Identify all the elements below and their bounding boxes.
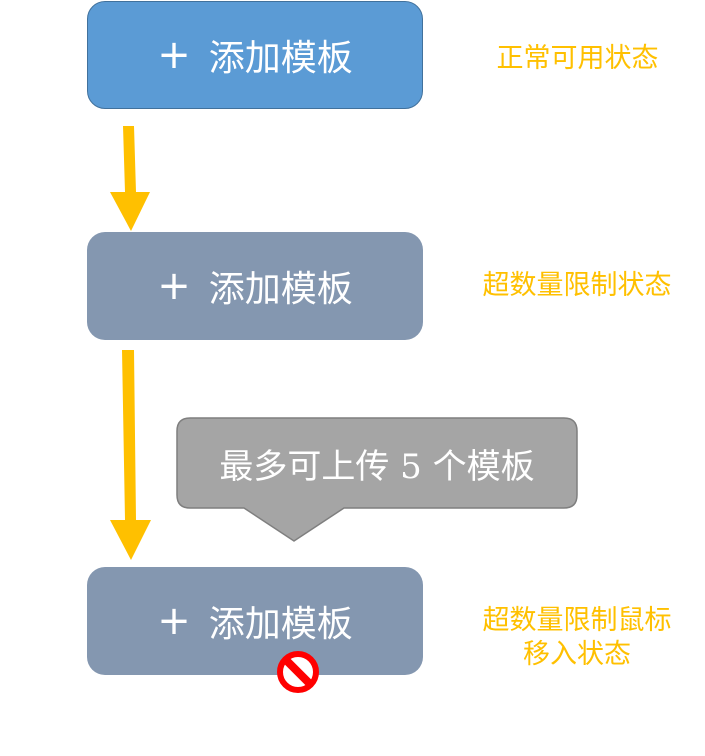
down-arrow-2	[110, 350, 151, 560]
limit-tooltip: 最多可上传 5 个模板	[176, 417, 578, 543]
plus-icon: +	[157, 263, 191, 309]
plus-icon: +	[157, 32, 191, 78]
plus-icon: +	[157, 598, 191, 644]
state-label-line1: 超数量限制鼠标	[482, 605, 672, 636]
add-template-label: 添加模板	[208, 269, 353, 310]
not-allowed-icon	[277, 651, 319, 693]
state-label-normal: 正常可用状态	[496, 43, 659, 74]
tooltip-bubble-shape	[176, 417, 578, 542]
state-label-limit: 超数量限制状态	[482, 270, 672, 301]
state-label-line2: 移入状态	[523, 639, 631, 670]
add-template-label: 添加模板	[208, 604, 353, 645]
state-label-limit-hover: 超数量限制鼠标 移入状态	[466, 604, 688, 672]
tooltip-text: 最多可上传 5 个模板	[219, 446, 535, 487]
down-arrow-1	[110, 126, 150, 231]
add-template-button-limit-hover[interactable]: + 添加模板	[87, 567, 423, 675]
add-template-label: 添加模板	[208, 38, 353, 79]
add-template-button-normal[interactable]: + 添加模板	[87, 1, 423, 109]
add-template-button-limit[interactable]: + 添加模板	[87, 232, 423, 340]
